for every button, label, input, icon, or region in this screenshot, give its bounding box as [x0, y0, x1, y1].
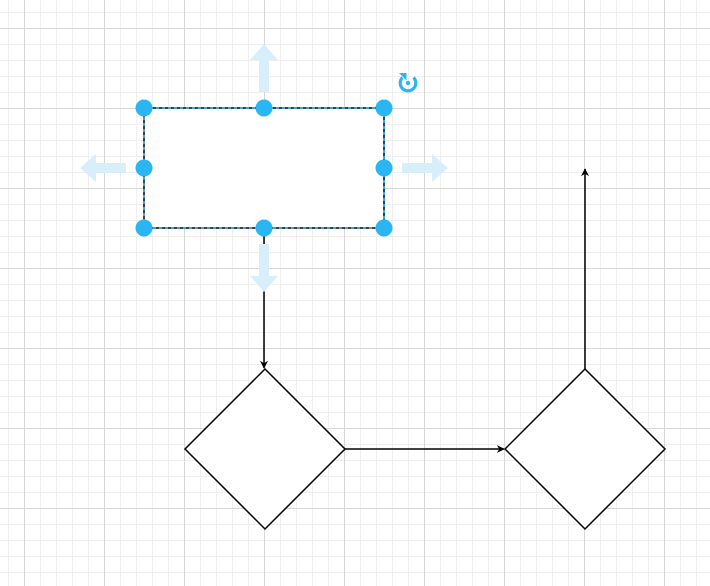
- hover-arrows: [80, 44, 448, 292]
- decision-diamond-1[interactable]: [183, 367, 347, 531]
- resize-handle-top-right[interactable]: [375, 99, 393, 117]
- decision-diamond-2[interactable]: [503, 367, 667, 531]
- resize-handle-left[interactable]: [135, 159, 153, 177]
- hover-arrow-right-icon[interactable]: [402, 154, 448, 182]
- resize-handle-right[interactable]: [375, 159, 393, 177]
- resize-handle-bottom-right[interactable]: [375, 219, 393, 237]
- hover-arrow-up-icon[interactable]: [250, 44, 278, 92]
- resize-handle-bottom[interactable]: [255, 219, 273, 237]
- resize-handle-top[interactable]: [255, 99, 273, 117]
- resize-handle-bottom-left[interactable]: [135, 219, 153, 237]
- resize-handle-top-left[interactable]: [135, 99, 153, 117]
- selection-handles: [135, 99, 393, 237]
- hover-arrow-down-icon[interactable]: [250, 244, 278, 292]
- rotate-icon[interactable]: [396, 71, 420, 95]
- hover-arrow-left-icon[interactable]: [80, 154, 126, 182]
- process-box[interactable]: [144, 108, 384, 228]
